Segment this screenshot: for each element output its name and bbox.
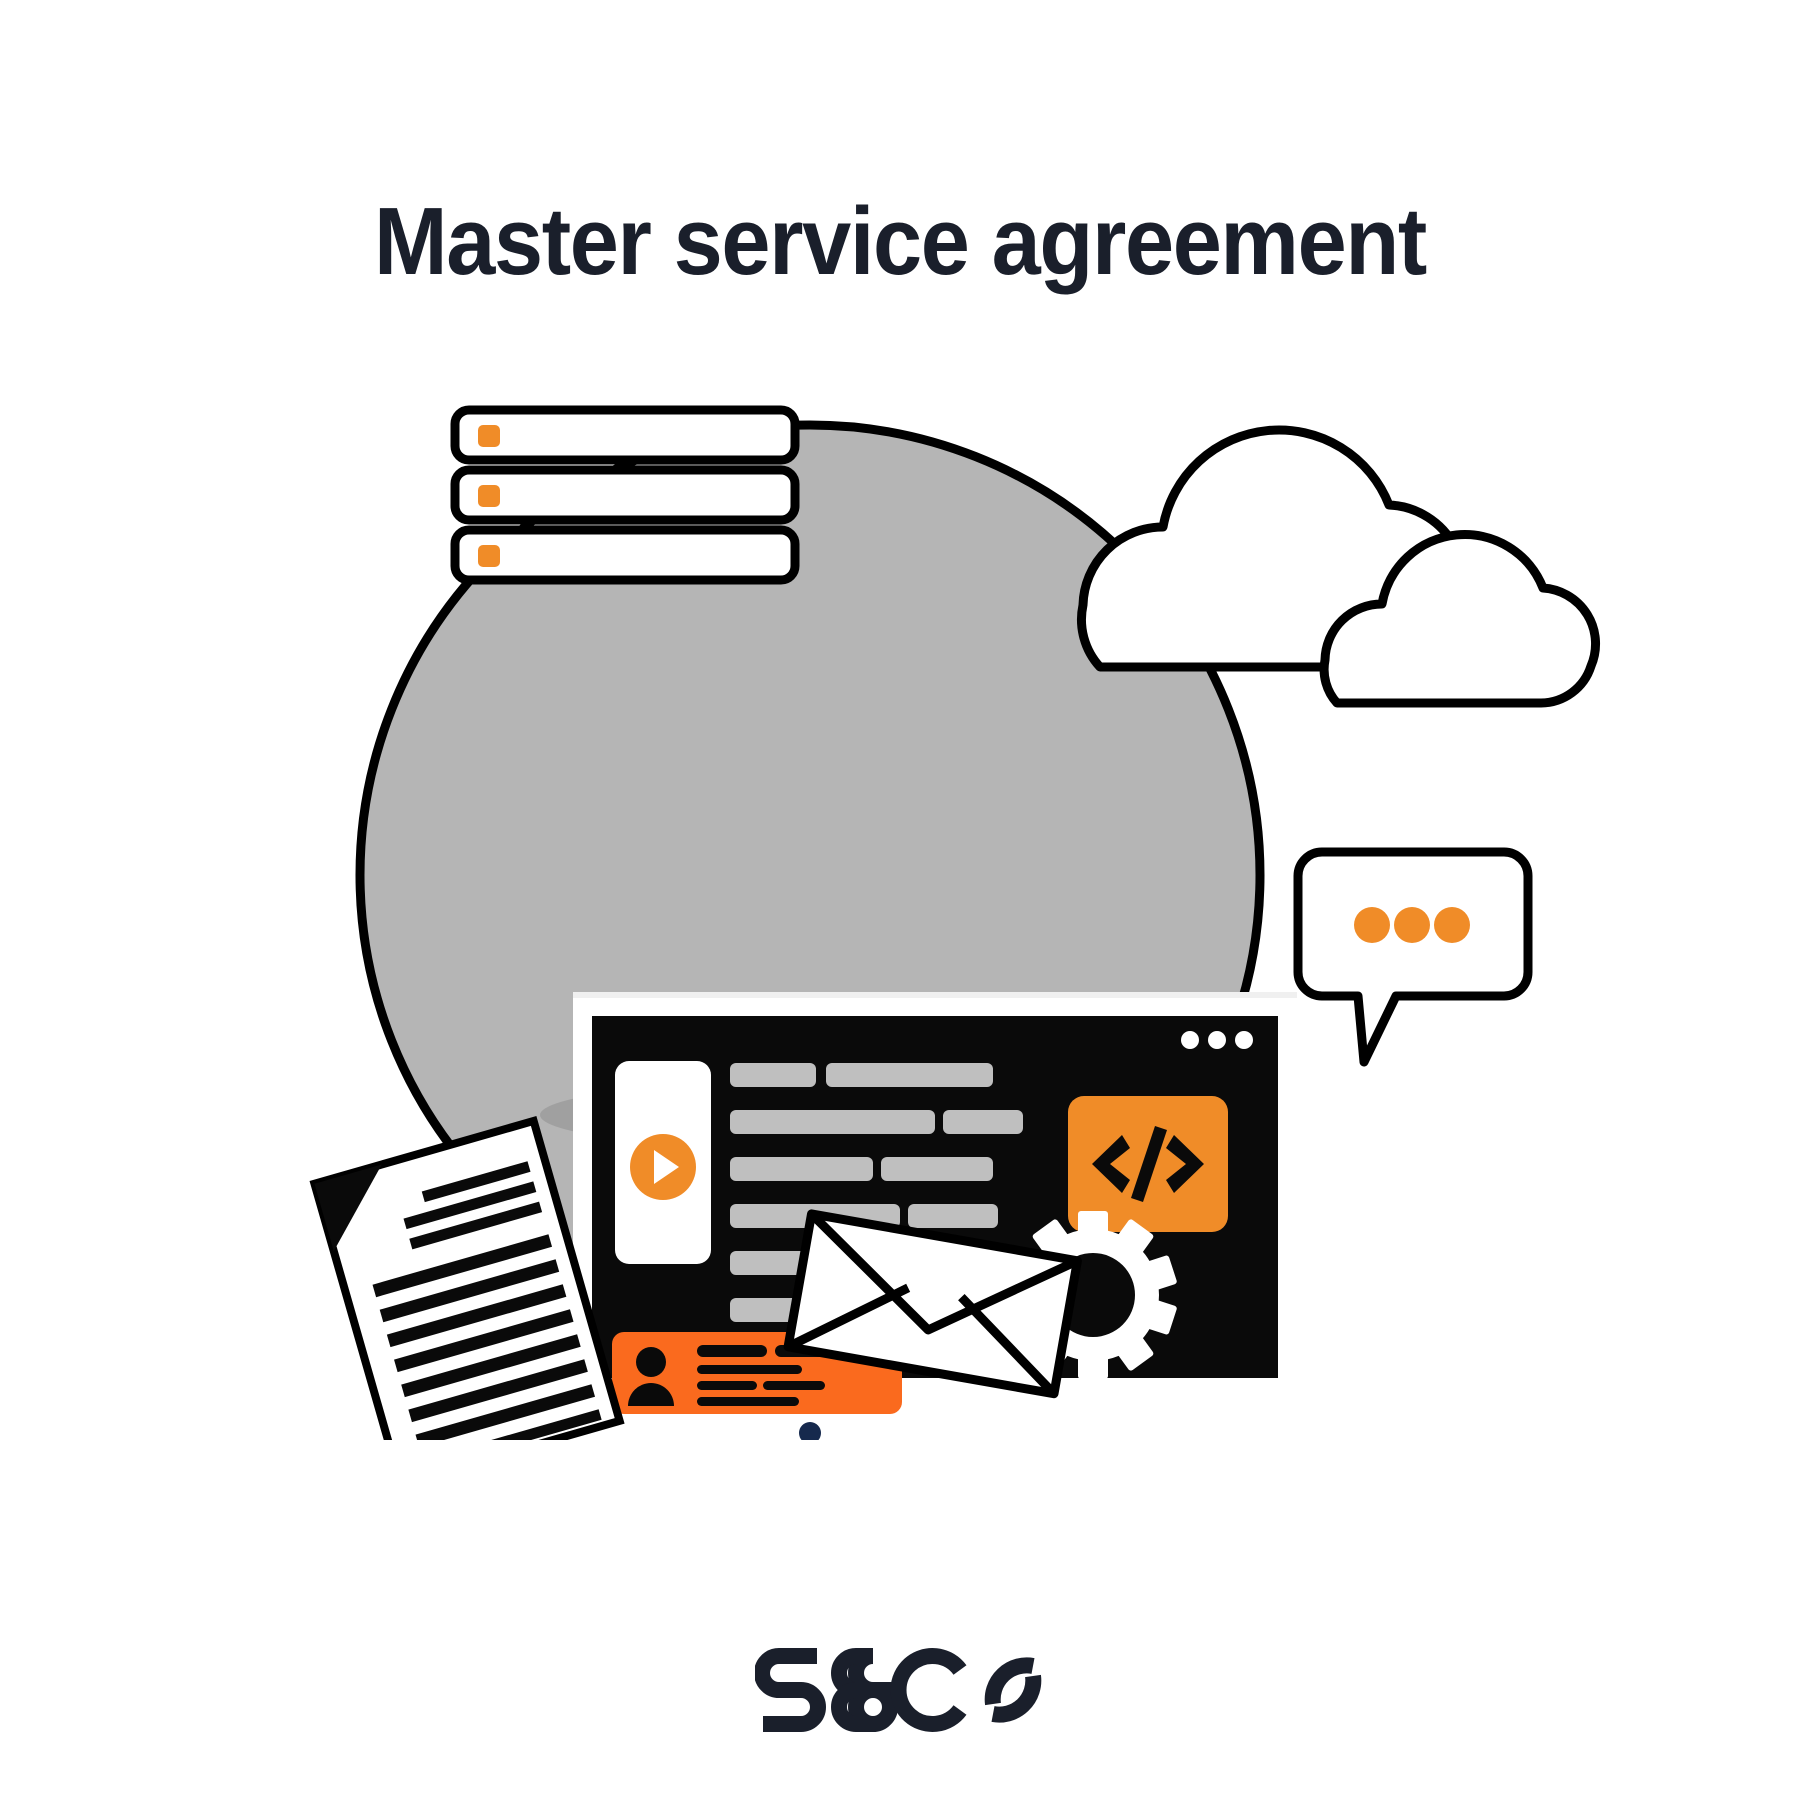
server-rack-item [450,405,800,465]
server-rack-stack [450,405,800,585]
logo-letter-ampersand [831,1648,898,1733]
server-status-indicator [478,425,500,447]
text-bar [881,1157,993,1181]
server-status-indicator [478,485,500,507]
logo-letter-s [755,1648,826,1732]
cloud-small-icon [1319,530,1601,708]
monitor-power-dot [799,1422,821,1440]
chat-dot [1394,907,1430,943]
window-dot [1181,1031,1199,1049]
play-triangle-icon [654,1150,679,1184]
envelope-flap [808,1210,1080,1335]
chat-dot [1434,907,1470,943]
server-status-indicator [478,545,500,567]
text-bar [730,1063,816,1087]
server-rack-item [450,465,800,525]
envelope-edge-right [958,1294,1058,1397]
chat-dot [1354,907,1390,943]
logo-letter-o [984,1657,1042,1723]
video-play-card[interactable] [615,1061,711,1264]
logo-letter-c [890,1648,967,1732]
code-glyph-icon [1092,1126,1204,1202]
document-sheet[interactable] [309,1116,625,1440]
text-bar [908,1204,998,1228]
server-rack-item [450,525,800,585]
code-button[interactable] [1068,1096,1228,1232]
page-title: Master service agreement [374,188,1427,296]
text-bar [826,1063,993,1087]
user-avatar-icon [628,1347,674,1406]
brand-logo[interactable]: s&co [0,1640,1800,1770]
window-dot [1208,1031,1226,1049]
text-bar [943,1110,1023,1134]
envelope-edge-left [786,1283,911,1351]
text-bar [730,1157,873,1181]
window-dots[interactable] [1181,1031,1253,1049]
window-dot [1235,1031,1253,1049]
text-bar [730,1110,935,1134]
document-fold-corner [314,1164,382,1252]
document-text-lines [372,1161,602,1440]
chat-bubble[interactable] [1293,847,1533,1067]
envelope[interactable] [783,1209,1082,1399]
illustration-container [0,340,1800,1440]
